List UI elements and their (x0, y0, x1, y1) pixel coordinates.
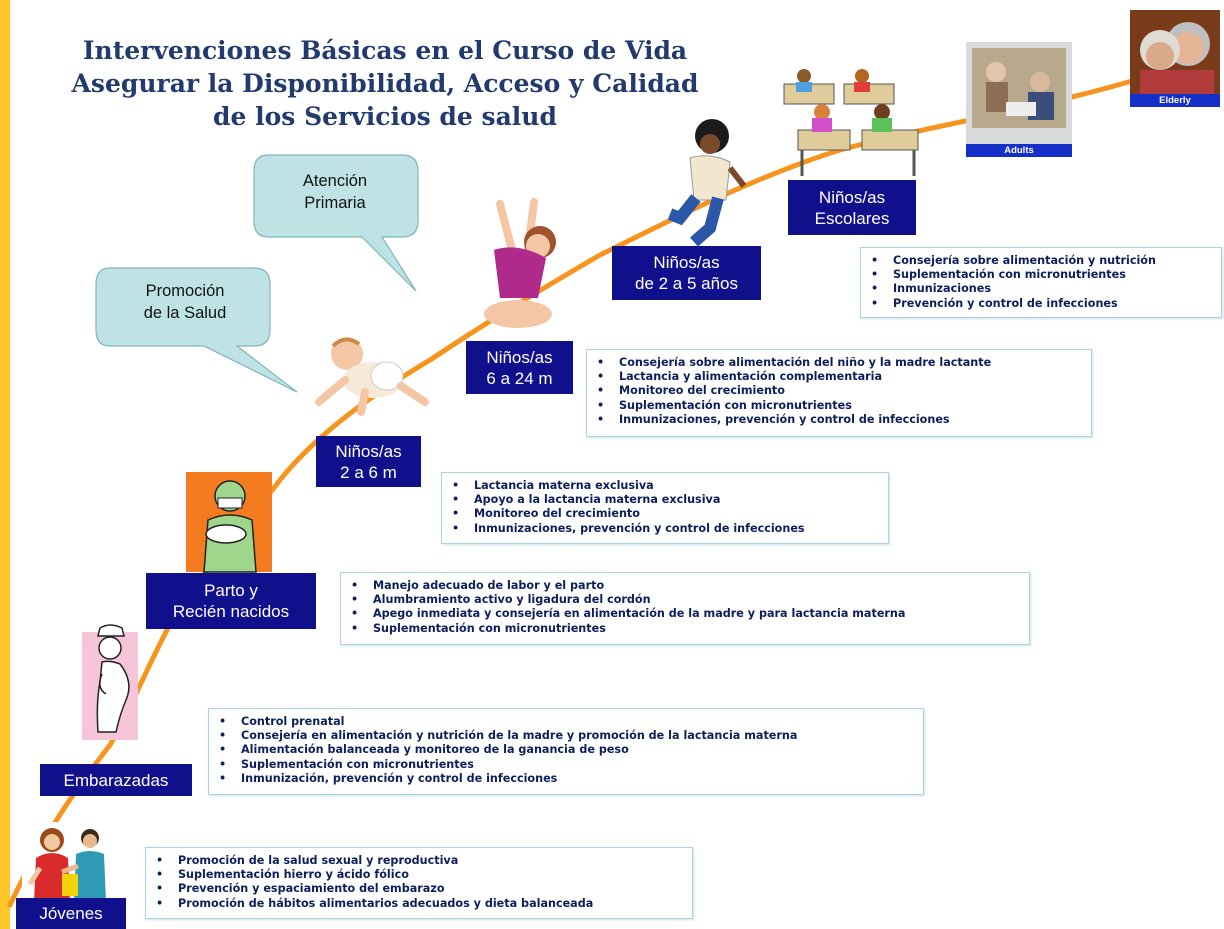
list-item: Apoyo a la lactancia materna exclusiva (452, 493, 880, 507)
title-line-1: Intervenciones Básicas en el Curso de Vi… (82, 36, 688, 65)
toddler-reaching-illustration (484, 198, 556, 328)
title-line-2: Asegurar la Disponibilidad, Acceso y Cal… (71, 69, 699, 98)
stage-ninos-6-24m: Niños/as 6 a 24 m (466, 341, 573, 394)
nurse-newborn-illustration (186, 472, 272, 573)
list-item: Control prenatal (219, 715, 915, 729)
list-item: Prevención y control de infecciones (871, 297, 1213, 311)
list-item: Promoción de la salud sexual y reproduct… (156, 854, 684, 868)
list-item: Consejería sobre alimentación del niño y… (597, 356, 1083, 370)
list-item: Suplementación con micronutrientes (597, 399, 1083, 413)
list-item: Suplementación con micronutrientes (219, 758, 915, 772)
bubble-atencion-text: Atención Primaria (302, 172, 368, 212)
adults-caption: Adults (966, 144, 1072, 157)
list-item: Suplementación con micronutrientes (871, 268, 1213, 282)
list-item: Inmunizaciones, prevención y control de … (452, 522, 880, 536)
left-accent-bar (0, 0, 10, 929)
interventions-escolares: Consejería sobre alimentación y nutrició… (860, 247, 1222, 318)
list-item: Monitoreo del crecimiento (452, 507, 880, 521)
interventions-jovenes: Promoción de la salud sexual y reproduct… (145, 847, 693, 919)
list-item: Alimentación balanceada y monitoreo de l… (219, 743, 915, 757)
stage-jovenes: Jóvenes (16, 898, 126, 929)
crawling-baby-illustration (315, 337, 429, 416)
list-item: Suplementación hierro y ácido fólico (156, 868, 684, 882)
stage-parto-recien-nacidos: Parto y Recién nacidos (146, 573, 316, 629)
adults-photo (966, 42, 1072, 144)
list-item: Consejería en alimentación y nutrición d… (219, 729, 915, 743)
stage-escolares: Niños/as Escolares (788, 180, 916, 235)
page-title: Intervenciones Básicas en el Curso de Vi… (40, 34, 730, 133)
pregnant-woman-illustration (82, 624, 138, 740)
running-child-illustration (667, 119, 747, 247)
list-item: Monitoreo del crecimiento (597, 384, 1083, 398)
list-item: Inmunizaciones, prevención y control de … (597, 413, 1083, 427)
interventions-parto: Manejo adecuado de labor y el parto Alum… (340, 572, 1030, 645)
list-item: Apego inmediata y consejería en alimenta… (351, 607, 1021, 621)
list-item: Manejo adecuado de labor y el parto (351, 579, 1021, 593)
list-item: Lactancia materna exclusiva (452, 479, 880, 493)
bubble-promocion-text: Promoción de la Salud (143, 282, 227, 322)
elderly-caption: Elderly (1130, 94, 1220, 107)
interventions-embarazadas: Control prenatal Consejería en alimentac… (208, 708, 924, 795)
bubble-atencion-primaria (253, 154, 419, 292)
interventions-ninos-2-6m: Lactancia materna exclusiva Apoyo a la l… (441, 472, 889, 544)
youth-couple-illustration (22, 822, 114, 902)
list-item: Lactancia y alimentación complementaria (597, 370, 1083, 384)
schoolchildren-illustration (783, 69, 919, 176)
list-item: Promoción de hábitos alimentarios adecua… (156, 897, 684, 911)
list-item: Inmunizaciones (871, 282, 1213, 296)
list-item: Prevención y espaciamiento del embarazo (156, 882, 684, 896)
title-line-3: de los Servicios de salud (213, 102, 557, 131)
elderly-photo (1130, 10, 1220, 94)
list-item: Inmunización, prevención y control de in… (219, 772, 915, 786)
list-item: Suplementación con micronutrientes (351, 622, 1021, 636)
list-item: Consejería sobre alimentación y nutrició… (871, 254, 1213, 268)
interventions-ninos-6-24m: Consejería sobre alimentación del niño y… (586, 349, 1092, 437)
stage-embarazadas: Embarazadas (40, 764, 192, 796)
bubble-promocion-salud (95, 267, 298, 393)
list-item: Alumbramiento activo y ligadura del cord… (351, 593, 1021, 607)
stage-ninos-2-6m: Niños/as 2 a 6 m (316, 436, 421, 487)
stage-ninos-2-5-anos: Niños/as de 2 a 5 años (612, 246, 761, 300)
